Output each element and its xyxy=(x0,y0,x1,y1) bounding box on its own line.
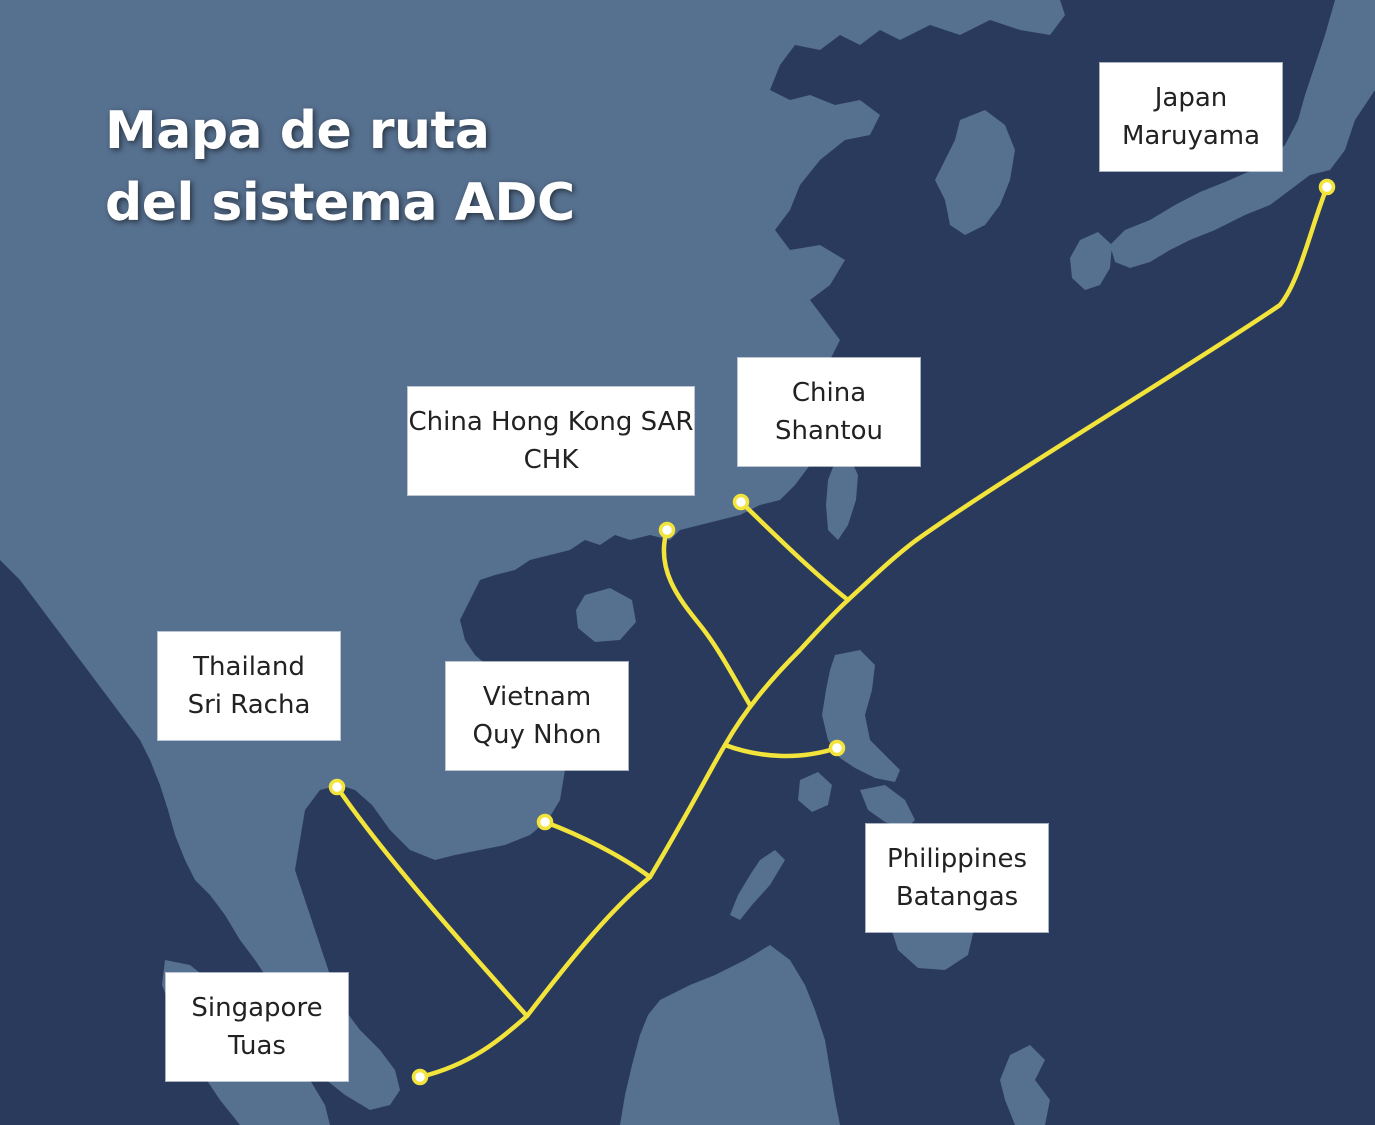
label-japan-station: Maruyama xyxy=(1121,121,1261,151)
label-china-hong-kong-country: China Hong Kong SAR xyxy=(408,407,694,437)
label-vietnam: Vietnam Quy Nhon xyxy=(446,662,628,770)
landing-point-thailand xyxy=(328,778,346,796)
land-taiwan xyxy=(826,458,858,540)
label-singapore-country: Singapore xyxy=(191,993,323,1023)
label-vietnam-station: Quy Nhon xyxy=(472,720,602,750)
label-japan-country: Japan xyxy=(1154,83,1228,113)
cable-branch-vietnam xyxy=(542,819,653,880)
landing-point-shantou xyxy=(732,493,750,511)
land-palawan xyxy=(730,850,785,920)
label-china-shantou-station: Shantou xyxy=(775,416,883,446)
cable-branch-thailand xyxy=(334,784,530,1019)
label-singapore: Singapore Tuas xyxy=(166,973,348,1081)
label-vietnam-country: Vietnam xyxy=(482,682,592,712)
land-korea xyxy=(935,110,1015,235)
land-philippines-mindoro xyxy=(798,772,832,812)
label-philippines-station: Batangas xyxy=(895,882,1019,912)
label-philippines: Philippines Batangas xyxy=(866,824,1048,932)
landing-point-philippines xyxy=(828,739,846,757)
label-china-shantou: China Shantou xyxy=(738,358,920,466)
land-sulawesi xyxy=(1000,1045,1050,1125)
label-thailand: Thailand Sri Racha xyxy=(158,632,340,740)
land-borneo xyxy=(620,945,840,1125)
cable-branch-philippines xyxy=(722,742,840,759)
cable-route xyxy=(334,184,1330,1080)
map-title: Mapa de ruta del sistema ADC xyxy=(105,95,575,239)
land-hainan xyxy=(576,588,636,642)
label-singapore-station: Tuas xyxy=(228,1031,286,1061)
label-china-hong-kong: China Hong Kong SAR CHK xyxy=(408,387,694,495)
label-china-shantou-country: China xyxy=(791,378,867,408)
label-japan: Japan Maruyama xyxy=(1100,63,1282,171)
map-title-line-1: Mapa de ruta xyxy=(105,101,490,161)
landing-point-vietnam xyxy=(536,813,554,831)
land-philippines-visayas xyxy=(860,785,915,830)
landing-point-hong-kong xyxy=(658,521,676,539)
landing-point-singapore xyxy=(411,1068,429,1086)
cable-trunk xyxy=(417,184,1330,1080)
land-mainland-asia xyxy=(0,0,1065,1110)
label-china-hong-kong-station: CHK xyxy=(523,445,579,475)
label-thailand-country: Thailand xyxy=(193,652,305,682)
land-japan-hokkaido xyxy=(1340,5,1375,60)
map-title-line-2: del sistema ADC xyxy=(105,173,575,233)
label-thailand-station: Sri Racha xyxy=(187,690,311,720)
landing-point-japan xyxy=(1318,178,1336,196)
cable-branch-hong-kong xyxy=(661,527,753,708)
landing-points xyxy=(328,178,1336,1086)
label-philippines-country: Philippines xyxy=(886,844,1028,874)
land-japan-kyushu xyxy=(1070,232,1112,290)
cable-branch-shantou xyxy=(738,499,851,603)
